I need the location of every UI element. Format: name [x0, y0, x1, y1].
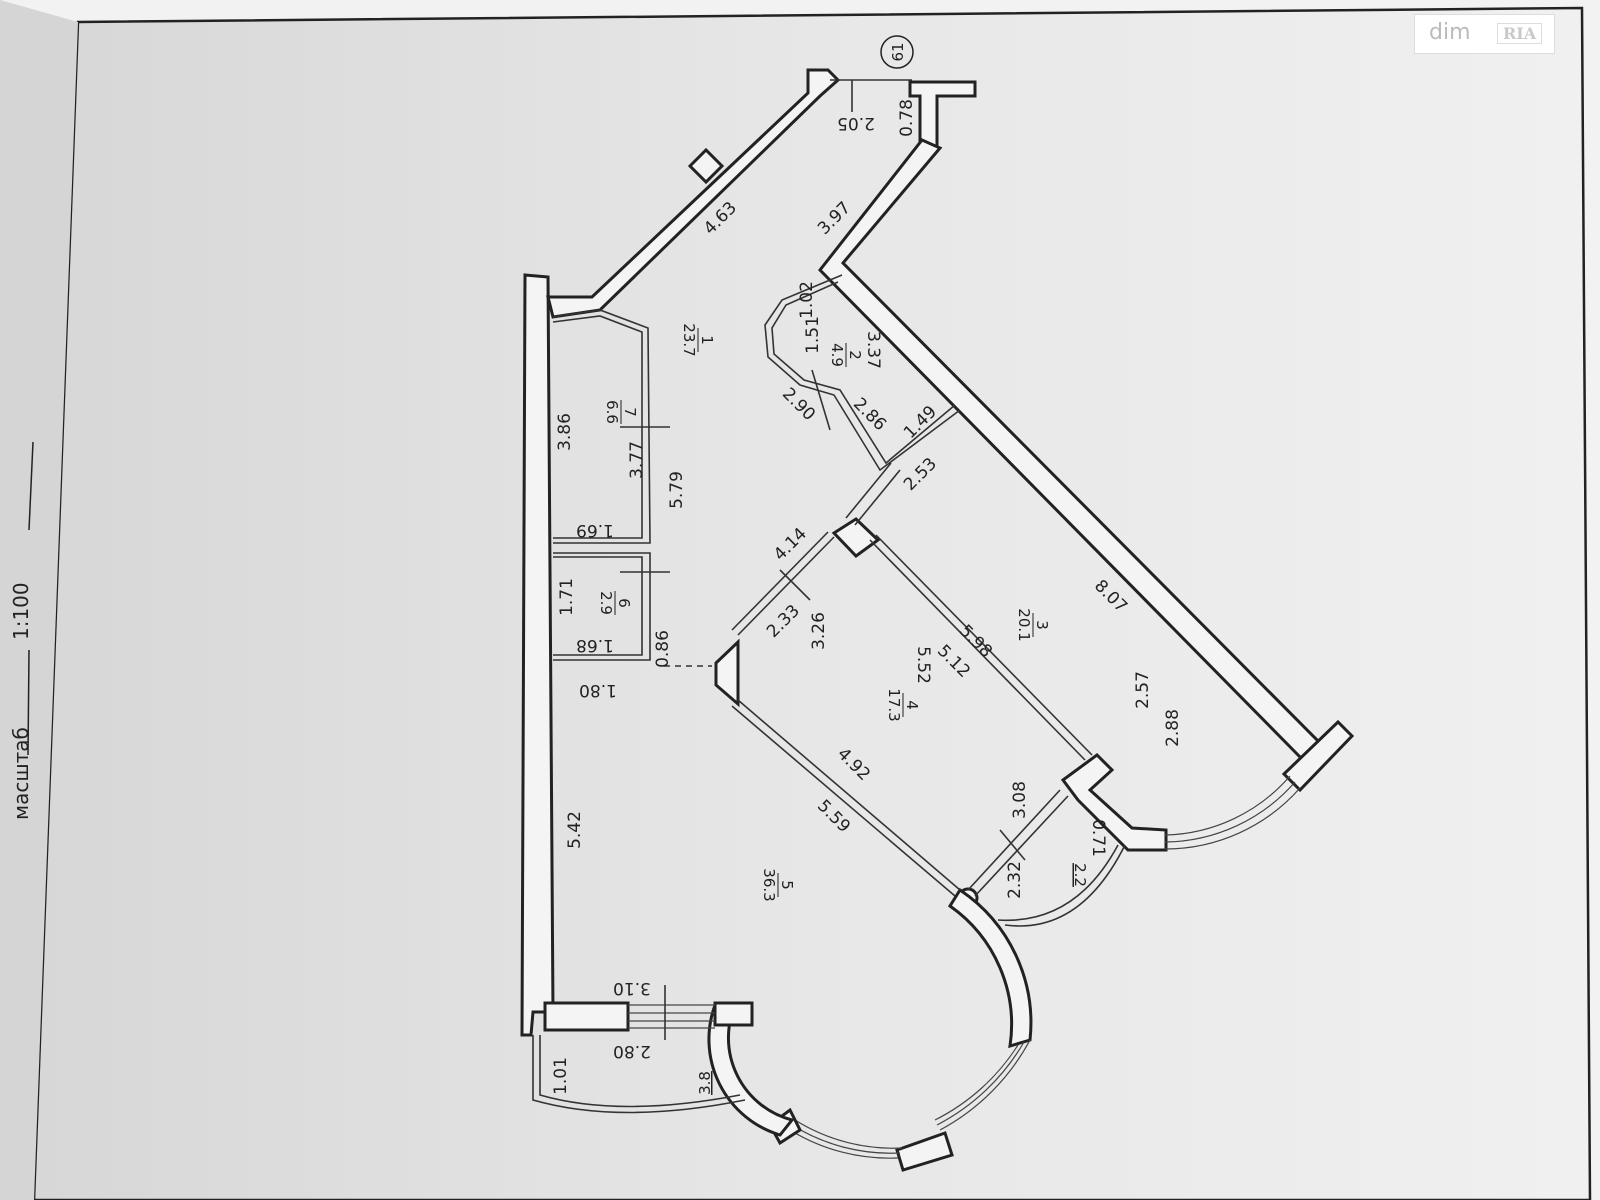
balcony-area-right: 2.2 [1071, 863, 1089, 887]
wall-bay-left-post [713, 1001, 754, 1027]
dimension-label: 3.10 [613, 978, 651, 998]
svg-text:61: 61 [889, 42, 907, 61]
dimension-label: 3.86 [555, 413, 575, 451]
partition-room4-right [869, 539, 1086, 761]
partition-room6 [553, 552, 651, 661]
scale-value: 1:100 [9, 582, 33, 640]
dimension-label: 5.79 [667, 471, 687, 509]
room-label-4: 417.3 [885, 688, 921, 721]
dimension-label: 5.52 [913, 646, 933, 684]
dimension-label: 1.51 [803, 316, 823, 354]
dimension-label: 3.37 [863, 331, 883, 369]
partition-room4-bottom [737, 699, 961, 891]
balcony-area-left: 3.8 [696, 1071, 714, 1095]
room-label-3: 320.1 [1015, 608, 1051, 641]
room-number: 4 [903, 700, 921, 710]
room-label-7: 76.6 [603, 400, 639, 424]
marker-circle [880, 35, 914, 69]
dimension-label: 1.01 [551, 1057, 571, 1095]
scale-label: масштаб [9, 727, 33, 820]
dimension-label: 3.77 [627, 441, 647, 479]
svg-text:масштаб: масштаб [9, 727, 33, 820]
wall-right-balcony-corner [1281, 719, 1355, 793]
wall-curved-bay [947, 887, 1033, 1049]
balcony-left-outline [532, 1035, 746, 1114]
room-number: 2 [846, 350, 864, 360]
dimension-label: 1.02 [797, 281, 817, 319]
paper-margin [0, 0, 78, 1200]
kitchen-pillar [831, 517, 881, 558]
room-label-2: 24.9 [828, 343, 864, 367]
dimria-watermark: dim RIA [1414, 14, 1555, 54]
room-label-6: 62.9 [597, 591, 633, 615]
wall-notch [687, 147, 725, 185]
room-label-1: 123.7 [680, 323, 716, 356]
dimension-label: 2.05 [837, 113, 875, 133]
bay-window-post-right [895, 1131, 954, 1172]
dimension-label: 0.78 [897, 99, 917, 137]
dimension-label: 2.57 [1133, 671, 1153, 709]
dimension-label: 1.68 [576, 635, 614, 655]
room-area: 36.3 [760, 868, 778, 901]
dimension-label: 2.32 [1005, 861, 1025, 899]
svg-text:1:100: 1:100 [9, 582, 33, 640]
dimension-label: 1.80 [579, 680, 617, 700]
room-number: 3 [1033, 620, 1051, 630]
wall-left [520, 273, 555, 1037]
dimension-label: 3.08 [1010, 781, 1030, 819]
partition-room4-top [737, 536, 835, 636]
wall-room4-corner [1060, 753, 1168, 852]
room-area: 4.9 [828, 343, 846, 367]
dimension-label: 5.42 [565, 811, 585, 849]
room-area: 6.6 [603, 400, 621, 424]
room-area: 23.7 [680, 323, 698, 356]
dimension-label: 0.71 [1088, 819, 1108, 857]
room-number: 1 [698, 335, 716, 345]
room-area: 17.3 [885, 688, 903, 721]
room-area: 20.1 [1015, 608, 1033, 641]
dimension-label: 3.26 [809, 612, 829, 650]
dimension-label: 1.71 [557, 578, 577, 616]
bay-wedge [714, 638, 740, 708]
wall-bottom-left [543, 1001, 630, 1032]
dimension-label: 2.88 [1163, 709, 1183, 747]
room-area: 2.9 [597, 591, 615, 615]
partition-room7 [552, 309, 651, 544]
paper-sheet [32, 6, 1592, 1200]
dimension-label: 2.80 [613, 1041, 651, 1061]
balcony-right-outline [1004, 844, 1126, 927]
room-number: 6 [615, 598, 633, 608]
dimension-label: 0.86 [653, 630, 673, 668]
dimension-label: 1.69 [576, 520, 614, 540]
room-number: 7 [621, 407, 639, 417]
partition-room2 [764, 274, 961, 472]
room-label-5: 536.3 [760, 868, 796, 901]
room-number: 5 [778, 880, 796, 890]
